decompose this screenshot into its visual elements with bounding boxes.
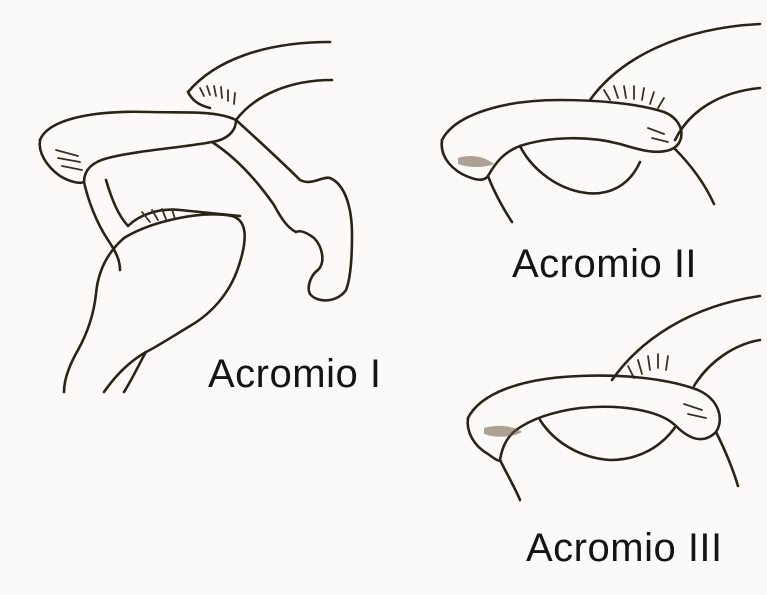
clavicle-lower-edge-3	[694, 340, 760, 386]
acromion-hooked-outline	[468, 376, 720, 460]
clavicle-hatching-3	[628, 354, 668, 378]
humeral-space-3	[540, 420, 676, 460]
coracoid-process	[236, 120, 352, 300]
acromion-flat-outline	[40, 112, 236, 182]
clavicle-hatching	[200, 86, 235, 104]
clavicle-upper-edge	[188, 42, 330, 92]
acromion-type-2-drawing	[442, 24, 760, 222]
acromion-type-3-label: Acromio III	[526, 528, 723, 568]
scapula-spine	[212, 142, 296, 232]
acromion-type-1-drawing	[40, 42, 352, 392]
clavicle-upper-edge-3	[612, 296, 760, 380]
clavicle-lower-edge-2	[675, 88, 760, 140]
acromion-type-2-label: Acromio II	[512, 244, 697, 284]
acromion-type-3-drawing	[468, 296, 760, 500]
acromion-type-1-label: Acromio I	[208, 354, 381, 394]
clavicle-lower-edge	[236, 80, 332, 120]
humeral-space-2	[520, 146, 640, 193]
